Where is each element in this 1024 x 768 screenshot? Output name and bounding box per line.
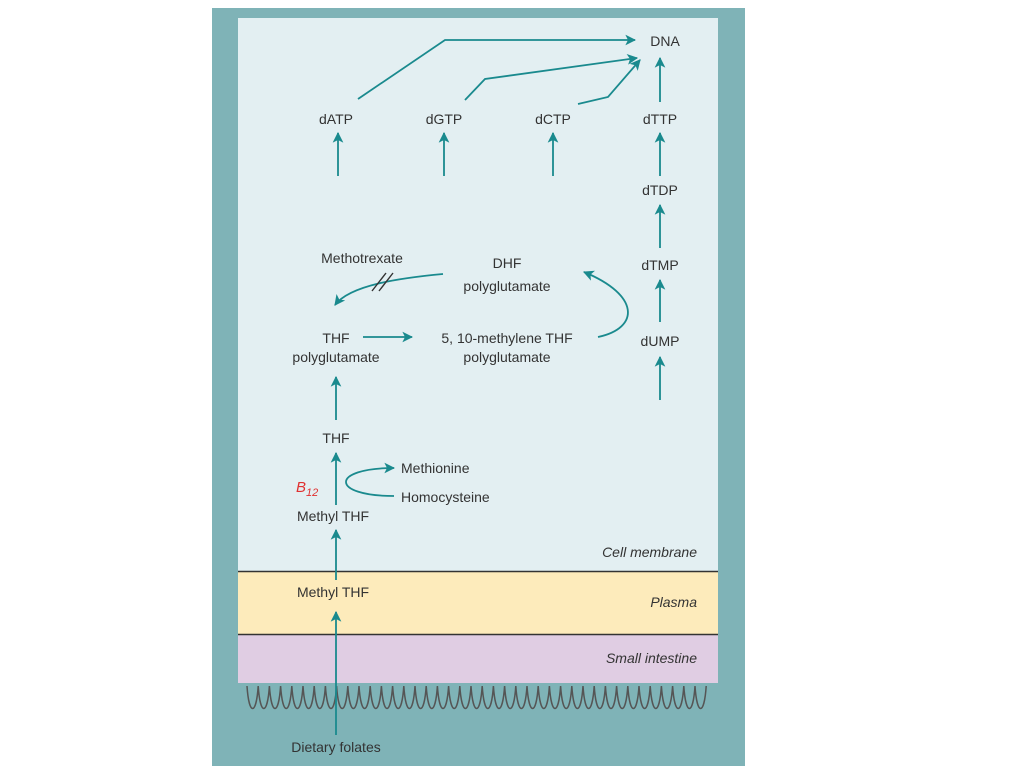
label-dttp: dTTP: [643, 111, 677, 127]
label-methyl-thf-cell: Methyl THF: [297, 508, 369, 524]
label-dctp: dCTP: [535, 111, 571, 127]
label-methotrexate: Methotrexate: [321, 250, 403, 266]
methotrexate-block-mark: [371, 272, 394, 292]
arrow-homocysteine-to-methionine: [345, 462, 396, 497]
label-dtdp: dTDP: [642, 182, 678, 198]
label-thf-poly-line2: polyglutamate: [292, 349, 379, 365]
label-dhf-line1: DHF: [493, 255, 522, 271]
label-thf: THF: [322, 430, 349, 446]
label-methylene-line2: polyglutamate: [463, 349, 550, 365]
region-label-cell-membrane: Cell membrane: [602, 544, 697, 560]
intestine-region: [238, 635, 718, 683]
label-dna: DNA: [650, 33, 680, 49]
label-dietary-folates: Dietary folates: [291, 739, 380, 755]
arrow-dctp-to-dna: [577, 59, 641, 105]
label-datp: dATP: [319, 111, 353, 127]
label-methyl-thf-plasma: Methyl THF: [297, 584, 369, 600]
label-dgtp: dGTP: [426, 111, 463, 127]
arrow-methylene-to-dhf-cycle: [583, 270, 629, 338]
arrow-dgtp-to-dna: [464, 53, 639, 101]
label-homocysteine: Homocysteine: [401, 489, 490, 505]
arrow-datp-to-dna: [357, 34, 637, 100]
region-label-plasma: Plasma: [650, 594, 697, 610]
label-dump: dUMP: [641, 333, 680, 349]
intestinal-villi: [246, 685, 707, 709]
label-thf-poly-line1: THF: [322, 330, 349, 346]
label-methylene-line1: 5, 10-methylene THF: [441, 330, 572, 346]
cell-region: [238, 18, 718, 571]
plasma-region: [238, 572, 718, 634]
label-dtmp: dTMP: [641, 257, 678, 273]
label-dhf-line2: polyglutamate: [463, 278, 550, 294]
label-b12: B12: [296, 479, 318, 499]
region-label-small-intestine: Small intestine: [606, 650, 697, 666]
label-methionine: Methionine: [401, 460, 470, 476]
